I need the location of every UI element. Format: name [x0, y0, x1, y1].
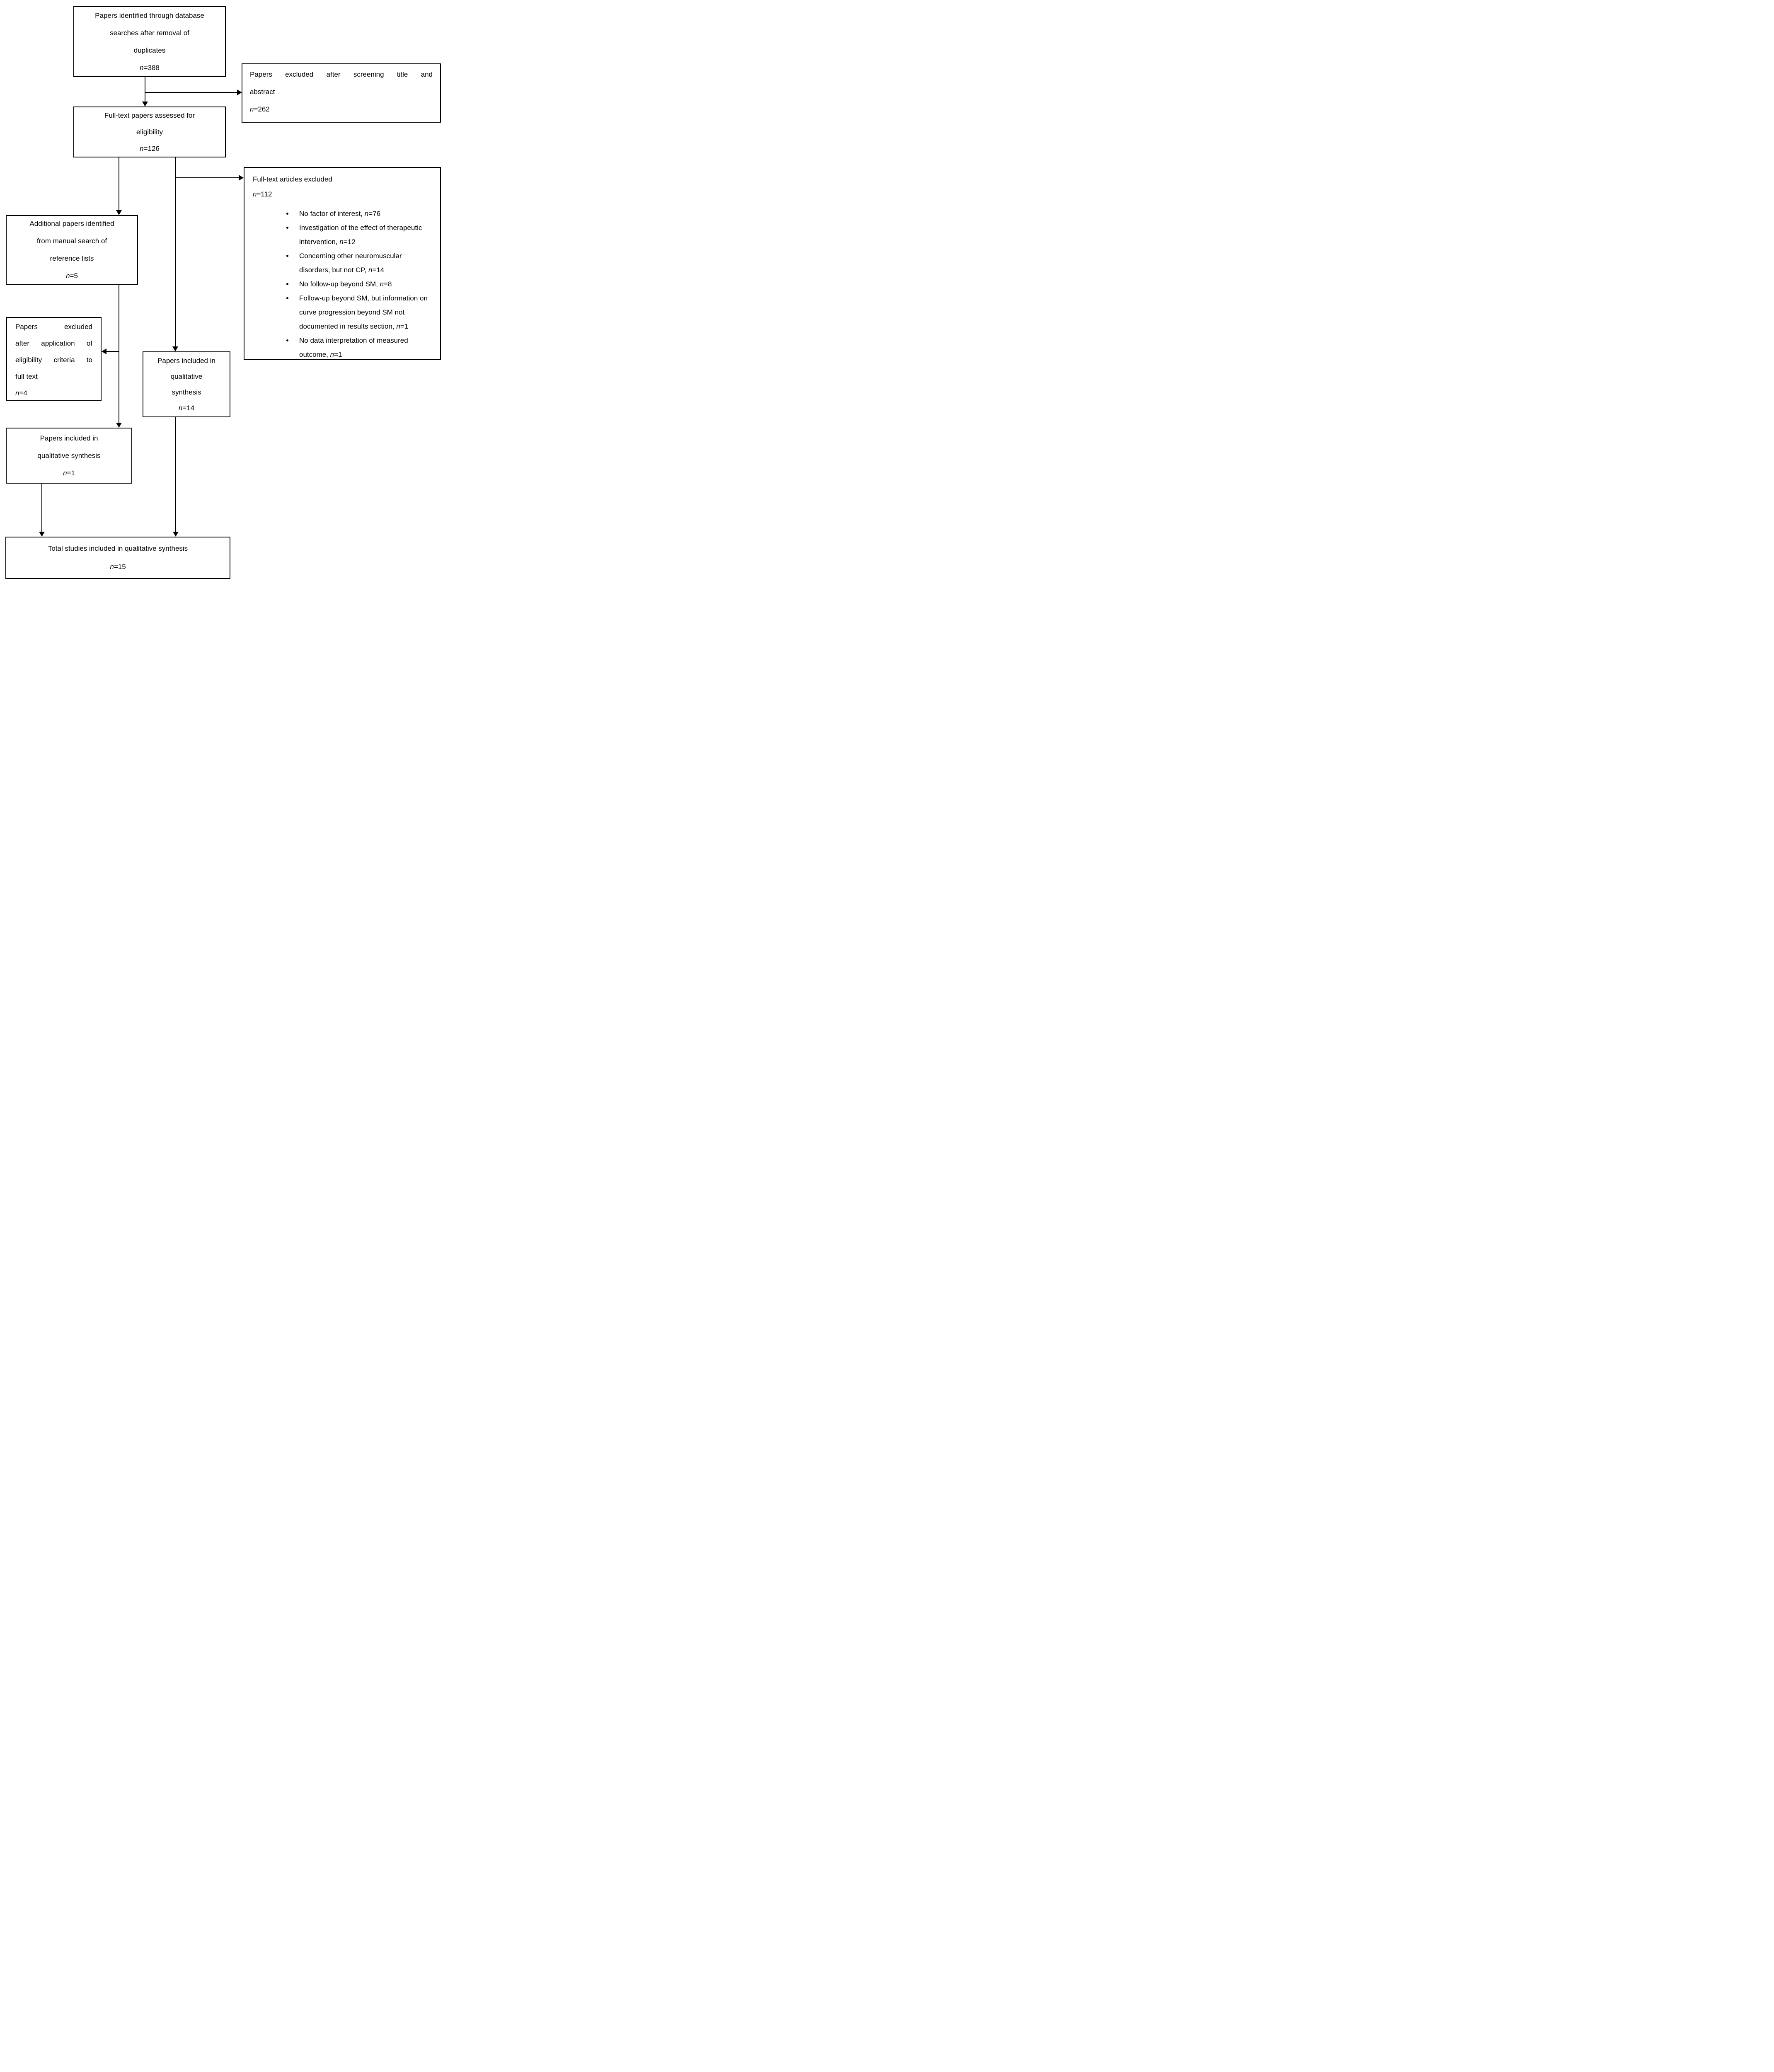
box-total-included: Total studies included in qualitative sy… [5, 537, 230, 579]
box-count: n=262 [250, 105, 270, 113]
box-text-line: Papers included in [157, 356, 215, 365]
box-eligibility-excluded: Papers excluded after application of eli… [6, 317, 102, 401]
box-text-line: eligibility [136, 128, 163, 136]
arrowhead-down [39, 532, 45, 537]
exclusion-reason: No data interpretation of measured outco… [293, 334, 433, 362]
prisma-flow-diagram: Papers identified through database searc… [0, 0, 444, 581]
connector-to-eligibility-excluded [106, 351, 119, 352]
box-text-line: Total studies included in qualitative sy… [48, 545, 188, 552]
box-text-line: reference lists [50, 254, 94, 262]
box-text-line: Papers excluded after screening title an… [250, 70, 433, 78]
arrowhead-down [142, 102, 148, 107]
arrowhead-right [239, 175, 244, 181]
box-qualitative-synthesis-14: Papers included in qualitative synthesis… [143, 351, 230, 417]
box-text-line: from manual search of [36, 237, 107, 245]
box-fulltext-excluded: Full-text articles excluded n=112 No fac… [244, 167, 441, 360]
connector-assessed-to-qualitative14 [175, 157, 176, 347]
exclusion-reasons-list: No factor of interest, n=76 Investigatio… [253, 207, 433, 362]
exclusion-reason: No follow-up beyond SM, n=8 [293, 277, 433, 291]
box-count: n=388 [140, 63, 160, 72]
arrowhead-down [173, 532, 179, 537]
box-count: n=126 [140, 144, 160, 152]
box-text-line: synthesis [172, 388, 201, 396]
box-count: n=14 [178, 404, 195, 412]
box-text-line: duplicates [133, 46, 166, 54]
exclusion-reason: Investigation of the effect of therapeut… [293, 221, 433, 249]
box-qualitative-synthesis-1: Papers included in qualitative synthesis… [6, 428, 132, 484]
arrowhead-down [172, 346, 178, 351]
box-count: n=112 [253, 190, 272, 198]
box-papers-identified: Papers identified through database searc… [73, 6, 226, 77]
box-fulltext-assessed: Full-text papers assessed for eligibilit… [73, 107, 226, 157]
connector-to-screening-excluded [145, 92, 238, 93]
box-count: n=1 [63, 469, 75, 477]
arrowhead-down [116, 423, 122, 428]
arrowhead-left [102, 349, 106, 354]
box-screening-excluded: Papers excluded after screening title an… [242, 63, 441, 123]
exclusion-reason: No factor of interest, n=76 [293, 207, 433, 221]
box-text-line: Papers excluded [15, 323, 92, 331]
connector-qualitative14-to-total [175, 417, 176, 532]
box-text-line: after application of [15, 339, 92, 347]
box-title: Full-text articles excluded [253, 175, 332, 183]
connector-to-fulltext-excluded [175, 177, 239, 178]
box-text-line: abstract [250, 88, 275, 96]
box-text-line: full text [15, 373, 38, 380]
box-count: n=15 [110, 563, 126, 571]
arrowhead-right [237, 90, 242, 95]
box-text-line: Papers identified through database [95, 11, 204, 19]
connector-qualitative1-to-total [41, 484, 42, 532]
exclusion-reason: Follow-up beyond SM, but information on … [293, 291, 433, 334]
box-count: n=4 [15, 389, 27, 397]
box-text-line: Additional papers identified [29, 220, 114, 228]
exclusion-reason: Concerning other neuromuscular disorders… [293, 249, 433, 277]
box-text-line: Full-text papers assessed for [104, 111, 195, 119]
box-text-line: qualitative synthesis [37, 451, 101, 460]
box-text-line: eligibility criteria to [15, 356, 92, 364]
box-text-line: qualitative [170, 372, 203, 380]
box-text-line: searches after removal of [110, 29, 189, 37]
box-additional-papers: Additional papers identified from manual… [6, 215, 138, 285]
box-count: n=5 [66, 272, 78, 280]
arrowhead-down [116, 210, 122, 215]
box-text-line: Papers included in [40, 434, 98, 442]
